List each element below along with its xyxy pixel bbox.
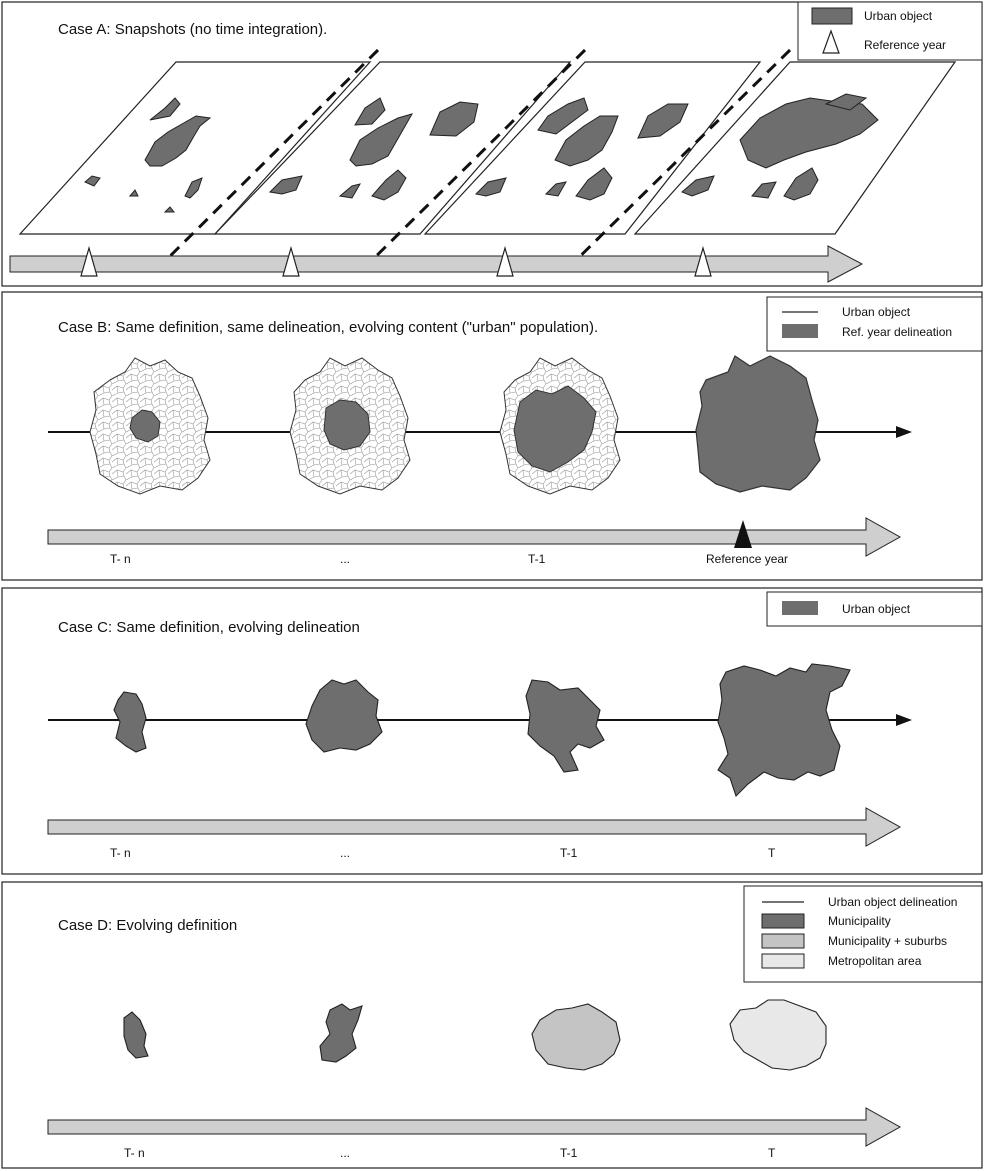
legend-c-urban-object: Urban object xyxy=(842,602,911,616)
panel-d-time-arrow xyxy=(47,1107,902,1147)
panel-b: Case B: Same definition, same delineatio… xyxy=(1,291,983,581)
city-b-reference xyxy=(695,355,821,493)
core-b-1 xyxy=(129,409,161,443)
legend-b-ref-year-delineation: Ref. year delineation xyxy=(842,325,952,339)
panel-c: Case C: Same definition, evolving deline… xyxy=(1,587,983,875)
city-d-municipality-1 xyxy=(123,1011,149,1059)
tick-b-tn: T- n xyxy=(110,552,131,566)
tick-d-t1: T-1 xyxy=(560,1146,578,1160)
tick-c-t: T xyxy=(768,846,776,860)
city-c-2 xyxy=(305,679,383,753)
legend-b-urban-object: Urban object xyxy=(842,305,911,319)
panel-a-frame xyxy=(1,1,983,287)
tick-b-ellipsis: ... xyxy=(340,552,350,566)
panel-c-cities xyxy=(113,663,851,798)
urban-object-swatch-c xyxy=(782,601,818,615)
tick-c-tn: T- n xyxy=(110,846,131,860)
city-c-1 xyxy=(113,691,147,753)
urban-blobs-1 xyxy=(84,97,212,213)
tick-c-ellipsis: ... xyxy=(340,846,350,860)
panel-c-title: Case C: Same definition, evolving deline… xyxy=(58,619,360,636)
panel-b-cores xyxy=(129,385,597,473)
panel-c-frame xyxy=(1,587,983,875)
legend-d-metropolitan-area: Metropolitan area xyxy=(828,954,922,968)
panel-c-legend: Urban object xyxy=(766,591,983,627)
reference-year-marker-4 xyxy=(694,245,712,277)
panel-b-time-arrow xyxy=(47,517,902,557)
reference-year-triangle-icon xyxy=(822,29,840,54)
tick-d-tn: T- n xyxy=(124,1146,145,1160)
reference-year-marker-b xyxy=(734,520,752,548)
city-c-3 xyxy=(525,679,605,773)
snapshot-separators xyxy=(150,48,792,276)
legend-a-reference-year: Reference year xyxy=(864,38,946,52)
tick-b-t1: T-1 xyxy=(528,552,546,566)
metropolitan-area-swatch xyxy=(761,953,805,969)
urban-object-swatch xyxy=(811,7,853,25)
urban-blobs-4 xyxy=(681,93,879,201)
municipality-swatch xyxy=(761,913,805,929)
panel-c-axis-arrowhead xyxy=(896,714,912,726)
reference-year-marker-1 xyxy=(80,245,98,277)
panel-c-time-arrow xyxy=(47,807,902,847)
reference-year-marker-2 xyxy=(282,245,300,277)
legend-d-delineation: Urban object delineation xyxy=(828,895,957,909)
legend-d-municipality-suburbs: Municipality + suburbs xyxy=(828,934,947,948)
urban-blobs-3 xyxy=(474,97,689,201)
tick-d-ellipsis: ... xyxy=(340,1146,350,1160)
city-d-municipality-2 xyxy=(319,1003,363,1063)
legend-a-urban-object: Urban object xyxy=(864,9,933,23)
panel-a-time-arrow xyxy=(9,245,864,283)
ref-year-delineation-swatch xyxy=(782,324,818,338)
core-b-3 xyxy=(513,385,597,473)
tick-c-t1: T-1 xyxy=(560,846,578,860)
panel-a: Case A: Snapshots (no time integration).… xyxy=(1,1,983,287)
city-c-4 xyxy=(717,663,851,798)
tick-b-reference-year: Reference year xyxy=(706,552,788,566)
reference-year-marker-3 xyxy=(496,245,514,277)
municipality-suburbs-swatch xyxy=(761,933,805,949)
panel-d-frame xyxy=(1,881,983,1169)
panel-a-legend: Urban object Reference year xyxy=(797,1,983,61)
panel-b-legend: Urban object Ref. year delineation xyxy=(766,296,983,352)
tick-d-t: T xyxy=(768,1146,776,1160)
panel-a-title: Case A: Snapshots (no time integration). xyxy=(58,21,327,38)
city-d-municipality-suburbs xyxy=(531,1003,621,1071)
urban-blobs-2 xyxy=(268,97,479,201)
panel-b-title: Case B: Same definition, same delineatio… xyxy=(58,319,598,336)
panel-d: Case D: Evolving definition Urban object… xyxy=(1,881,983,1169)
panel-b-frame xyxy=(1,291,983,581)
panel-d-title: Case D: Evolving definition xyxy=(58,917,237,934)
legend-d-municipality: Municipality xyxy=(828,914,891,928)
city-d-metropolitan-area xyxy=(729,999,827,1071)
panel-b-axis-arrowhead xyxy=(896,426,912,438)
core-b-2 xyxy=(323,399,371,451)
panel-d-legend: Urban object delineation Municipality Mu… xyxy=(743,885,983,983)
